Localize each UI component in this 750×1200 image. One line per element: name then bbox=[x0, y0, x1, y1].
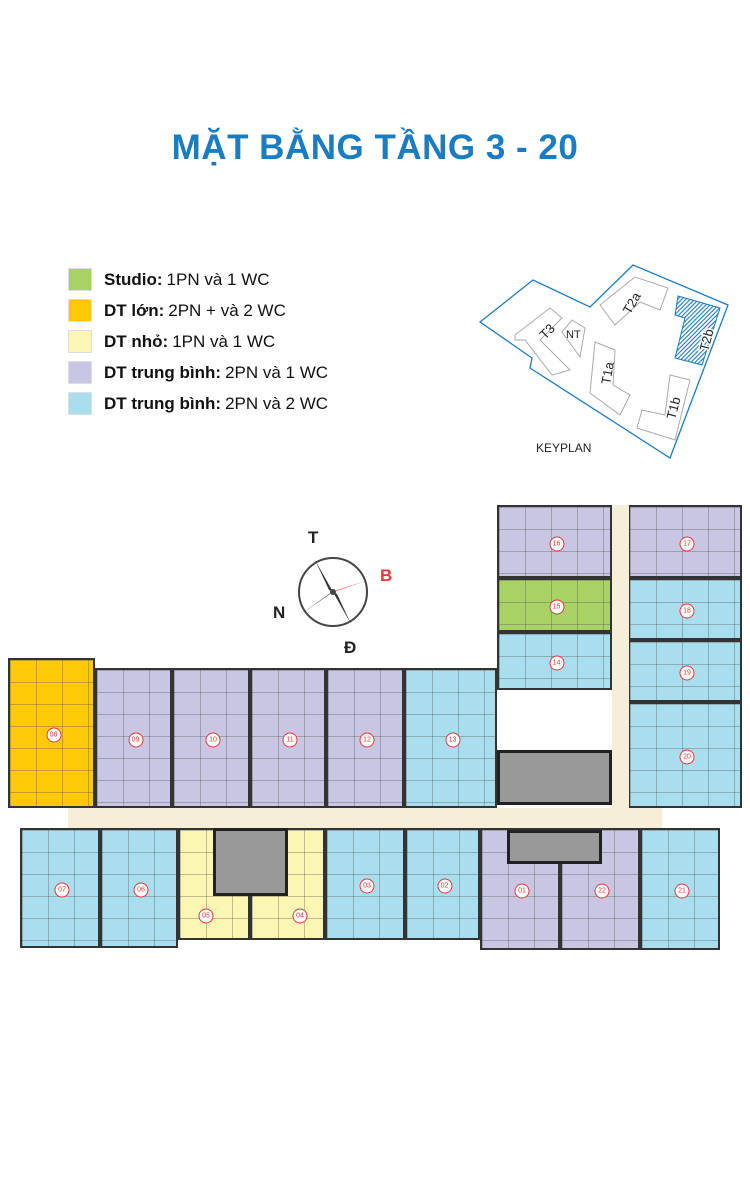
apartment-unit-19: 19 bbox=[628, 640, 742, 702]
legend-item: DT lớn:2PN + và 2 WC bbox=[68, 295, 328, 326]
apartment-unit-08: 08 bbox=[8, 658, 95, 808]
apartment-unit-11: 11 bbox=[250, 668, 326, 808]
unit-number: 12 bbox=[359, 732, 375, 748]
unit-number: 16 bbox=[549, 536, 564, 551]
legend-desc: 1PN và 1 WC bbox=[166, 269, 270, 289]
legend-desc: 1PN và 1 WC bbox=[172, 331, 276, 351]
unit-number: 15 bbox=[549, 599, 564, 615]
apartment-unit-09: 09 bbox=[95, 668, 172, 808]
label-t3: T3 bbox=[537, 321, 558, 342]
building-t1a bbox=[589, 341, 631, 416]
legend-swatch bbox=[68, 299, 92, 322]
unit-number: 13 bbox=[445, 732, 460, 748]
apartment-unit-18: 18 bbox=[628, 578, 742, 640]
legend-desc: 2PN và 2 WC bbox=[225, 393, 329, 413]
unit-number: 14 bbox=[549, 655, 564, 671]
legend-type: DT trung bình: bbox=[104, 362, 222, 382]
compass-west-label: N bbox=[273, 603, 286, 622]
corridor-horizontal bbox=[68, 808, 662, 828]
legend-swatch bbox=[68, 268, 92, 291]
unit-number: 03 bbox=[359, 878, 375, 894]
legend-item: DT nhỏ:1PN và 1 WC bbox=[68, 326, 328, 357]
apartment-unit-13: 13 bbox=[404, 668, 497, 808]
legend-desc: 2PN + và 2 WC bbox=[168, 300, 286, 320]
building-t2a bbox=[599, 276, 669, 326]
unit-number: 09 bbox=[128, 732, 143, 748]
legend-item: DT trung bình:2PN và 2 WC bbox=[68, 388, 328, 419]
apartment-unit-14: 14 bbox=[497, 632, 612, 690]
unit-number: 17 bbox=[679, 536, 695, 551]
label-t2a: T2a bbox=[620, 289, 645, 317]
site-outline bbox=[478, 264, 729, 459]
legend-swatch bbox=[68, 361, 92, 384]
unit-number: 11 bbox=[282, 732, 298, 748]
apartment-unit-10: 10 bbox=[172, 668, 250, 808]
legend: Studio:1PN và 1 WC DT lớn:2PN + và 2 WC … bbox=[68, 264, 328, 419]
unit-number: 08 bbox=[46, 727, 61, 743]
unit-number: 05 bbox=[198, 908, 214, 924]
legend-item: DT trung bình:2PN và 1 WC bbox=[68, 357, 328, 388]
apartment-unit-15: 15 bbox=[497, 578, 612, 632]
apartment-unit-07: 07 bbox=[20, 828, 100, 948]
label-t2b: T2b bbox=[696, 327, 716, 353]
building-t3 bbox=[514, 307, 571, 376]
unit-number: 19 bbox=[679, 665, 695, 681]
compass bbox=[298, 557, 369, 627]
unit-number: 20 bbox=[679, 749, 695, 765]
corridor-vertical bbox=[612, 505, 629, 825]
legend-swatch bbox=[68, 330, 92, 353]
apartment-unit-20: 20 bbox=[628, 702, 742, 808]
apartment-unit-21: 21 bbox=[640, 828, 720, 950]
page-title: MẶT BẰNG TẦNG 3 - 20 bbox=[171, 128, 579, 167]
apartment-unit-03: 03 bbox=[325, 828, 405, 940]
compass-south-label: Đ bbox=[344, 638, 357, 657]
label-t1b: T1b bbox=[663, 395, 683, 421]
stair-core-east bbox=[497, 750, 612, 805]
legend-type: DT lớn: bbox=[104, 300, 165, 320]
legend-type: Studio: bbox=[104, 269, 163, 289]
unit-number: 06 bbox=[133, 882, 149, 898]
apartment-unit-06: 06 bbox=[100, 828, 178, 948]
legend-swatch bbox=[68, 392, 92, 415]
apartment-unit-02: 02 bbox=[405, 828, 480, 940]
unit-number: 01 bbox=[514, 883, 530, 899]
unit-number: 04 bbox=[292, 908, 308, 924]
elevator-core bbox=[507, 830, 602, 864]
keyplan-label: KEYPLAN bbox=[536, 441, 591, 455]
apartment-unit-12: 12 bbox=[326, 668, 404, 808]
legend-type: DT trung bình: bbox=[104, 393, 222, 413]
compass-east-label: B bbox=[380, 566, 393, 585]
unit-number: 22 bbox=[594, 883, 610, 899]
label-nt: NT bbox=[566, 329, 581, 341]
unit-number: 02 bbox=[437, 878, 452, 894]
stair-core-west bbox=[213, 828, 288, 896]
apartment-unit-17: 17 bbox=[628, 505, 742, 578]
building-t1b bbox=[636, 374, 691, 441]
compass-north-label: T bbox=[308, 528, 319, 547]
unit-number: 21 bbox=[674, 883, 690, 899]
building-t2b bbox=[674, 295, 721, 366]
building-nt bbox=[561, 319, 586, 359]
legend-type: DT nhỏ: bbox=[104, 331, 169, 351]
unit-number: 07 bbox=[54, 882, 70, 898]
keyplan: T3 NT T2a T1a T1b T2b KEYPLAN bbox=[478, 264, 729, 459]
unit-number: 10 bbox=[205, 732, 221, 748]
unit-number: 18 bbox=[679, 603, 695, 619]
legend-desc: 2PN và 1 WC bbox=[225, 362, 329, 382]
label-t1a: T1a bbox=[598, 360, 617, 385]
legend-item: Studio:1PN và 1 WC bbox=[68, 264, 328, 295]
apartment-unit-16: 16 bbox=[497, 505, 612, 578]
